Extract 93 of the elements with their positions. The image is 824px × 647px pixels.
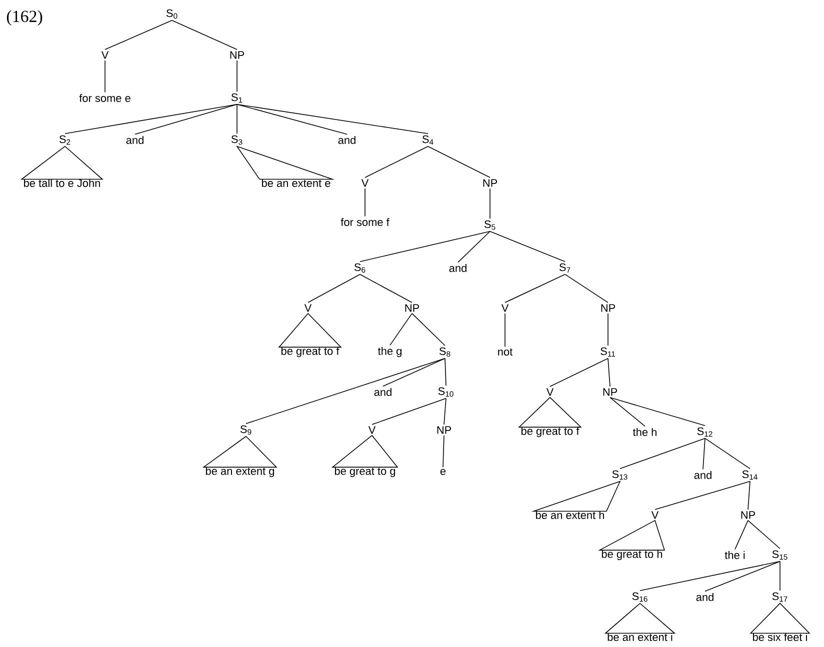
phrase-label: S$_{15}$: [772, 550, 788, 560]
category-label: NP: [437, 426, 452, 434]
tree-branch: [734, 520, 748, 550]
category-label: V: [501, 304, 509, 312]
category-label: NP: [601, 304, 616, 312]
category-label: NP: [741, 511, 756, 519]
phrase-label: S$_{16}$: [632, 592, 648, 602]
category-label: V: [546, 388, 554, 396]
category-label: e: [440, 469, 446, 475]
phrase-label: S$_{9}$: [240, 425, 252, 435]
tree-branch: [412, 313, 446, 346]
category-label: V: [368, 426, 376, 434]
phrase-label: be great to g: [334, 466, 396, 478]
tree-branch: [702, 438, 706, 470]
category-label: and: [694, 470, 712, 480]
tree-branch: [360, 274, 412, 303]
tree-branch: [236, 104, 428, 134]
tree-branch: [550, 358, 608, 387]
phrase-label: be great to h: [602, 550, 662, 560]
tree-branch: [504, 313, 506, 348]
phrase-label: S$_{4}$: [422, 135, 434, 145]
category-label: V: [361, 179, 369, 187]
tree-branch: [444, 358, 446, 386]
tree-branch: [442, 435, 444, 468]
tree-branch: [236, 104, 348, 135]
tree-branch: [308, 274, 360, 303]
phrase-label: be tall to e John: [24, 178, 100, 188]
phrase-label: S$_{6}$: [354, 263, 366, 273]
phrase-label: be an extent h: [536, 510, 604, 520]
tree-branch: [236, 104, 238, 134]
tree-branch: [236, 60, 238, 92]
phrase-label: for some e: [79, 94, 130, 102]
tree-branch: [610, 397, 646, 427]
tree-branch: [364, 146, 428, 178]
tree-branch: [104, 60, 106, 93]
tree-branch: [748, 520, 780, 550]
tree-branch: [458, 230, 490, 263]
phrase-label: S$_{17}$: [772, 592, 788, 602]
tree-branch: [610, 397, 706, 426]
example-number: (162): [6, 10, 42, 26]
category-label: NP: [405, 304, 420, 312]
phrase-label: S$_{12}$: [697, 427, 712, 437]
category-label: not: [498, 348, 513, 356]
tree-branch: [172, 20, 238, 50]
category-label: the h: [633, 428, 656, 436]
phrase-label: S$_{10}$: [438, 387, 454, 397]
category-label: V: [304, 304, 312, 312]
phrase-label: S$_{2}$: [59, 135, 70, 145]
phrase-label: S$_{7}$: [559, 263, 570, 273]
tree-branch: [640, 560, 780, 592]
category-label: and: [696, 592, 714, 602]
category-label: NP: [603, 388, 618, 396]
tree-branch: [364, 188, 366, 217]
phrase-label: S$_{5}$: [484, 220, 496, 230]
phrase-label: S$_{0}$: [166, 9, 178, 19]
tree-branch: [654, 480, 750, 510]
category-label: NP: [230, 51, 244, 59]
phrase-label: S$_{14}$: [742, 470, 758, 480]
category-label: and: [338, 136, 356, 144]
tree-branch: [444, 398, 446, 425]
tree-branch: [428, 146, 490, 178]
phrase-label: be an extent e: [262, 178, 330, 188]
tree-branch: [704, 560, 780, 592]
tree-branch: [608, 358, 610, 387]
tree-branch: [390, 313, 412, 346]
tree-branch: [104, 20, 172, 50]
tree-branch: [372, 398, 446, 425]
tree-branch: [504, 274, 566, 303]
category-label: and: [126, 136, 144, 144]
tree-branch: [564, 274, 608, 303]
phrase-label: be an extent g: [206, 466, 274, 478]
phrase-label: S$_{8}$: [439, 347, 450, 357]
phrase-label: for some f: [340, 218, 390, 226]
tree-branch: [382, 358, 446, 387]
tree-branch: [134, 104, 238, 135]
phrase-label: S$_{13}$: [612, 470, 628, 480]
category-label: the i: [724, 550, 745, 560]
phrase-label: S$_{3}$: [231, 135, 242, 145]
tree-branch: [704, 438, 750, 470]
category-label: V: [651, 511, 659, 519]
category-label: and: [449, 264, 466, 272]
tree-branch: [360, 230, 490, 262]
tree-branch: [64, 104, 238, 134]
tree-branch: [246, 358, 446, 424]
tree-branch: [490, 230, 566, 262]
tree-branch: [748, 480, 750, 510]
category-label: the g: [378, 346, 402, 358]
phrase-label: S$_{11}$: [600, 347, 616, 357]
category-label: NP: [483, 179, 498, 187]
category-label: and: [374, 388, 392, 396]
phrase-label: S$_{1}$: [231, 93, 242, 103]
tree-branch: [620, 438, 706, 470]
category-label: V: [101, 51, 109, 59]
